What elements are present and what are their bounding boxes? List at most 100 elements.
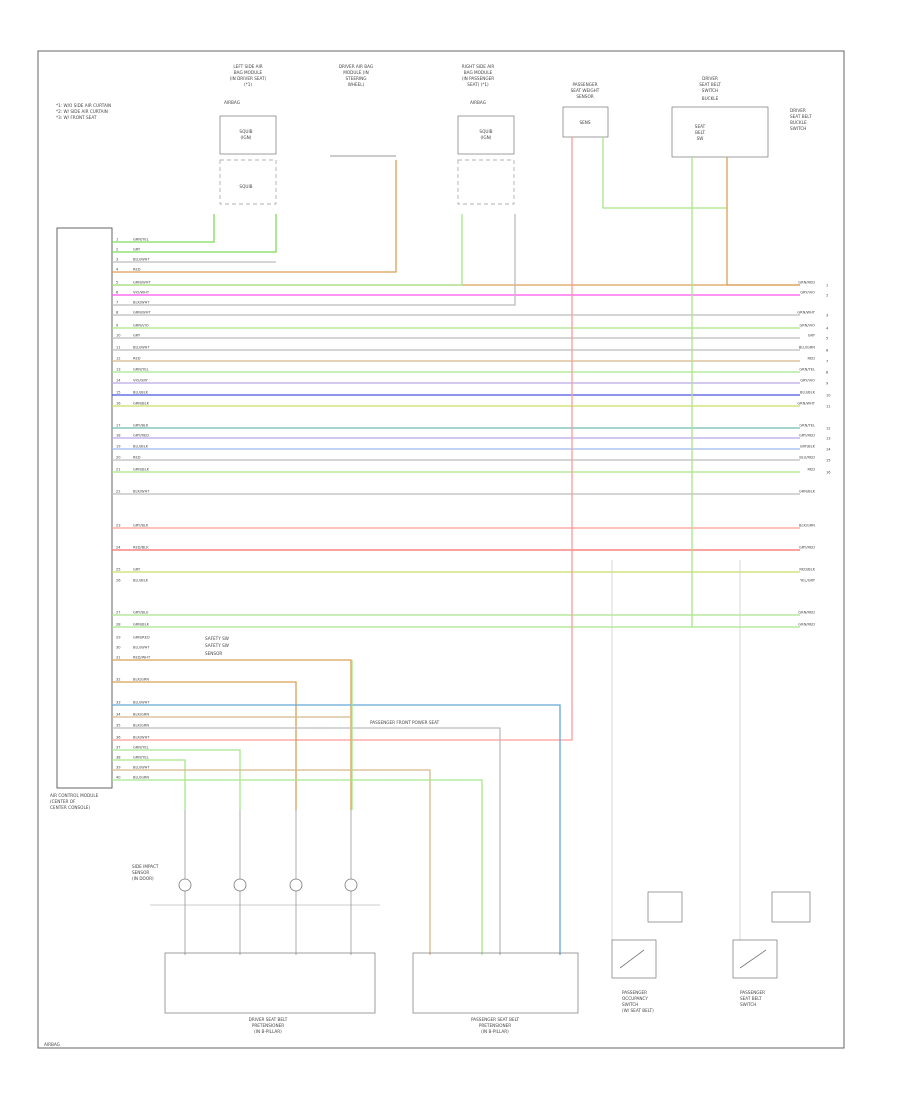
right-airbag-title-2: BAG MODULE	[464, 70, 493, 75]
right-wire-label-12: GRN/YEL	[799, 424, 815, 428]
pin-number-14: 14	[116, 379, 121, 383]
squib-3	[289, 878, 303, 892]
wire-pass-sensor-1	[112, 137, 573, 741]
pin-wire-label-1: GRN/YEL	[133, 238, 149, 242]
pin-number-10: 10	[116, 334, 121, 338]
pin-wire-label-22: BLK/WHT	[133, 490, 150, 494]
pin-wire-label-25: GRY	[133, 568, 141, 572]
pin-number-29: 29	[116, 636, 121, 640]
pin-wire-label-38: GRN/YEL	[133, 756, 149, 760]
pin-number-20: 20	[116, 456, 121, 460]
air-control-module	[56, 227, 113, 789]
pin-wire-label-18: GRY/RED	[133, 434, 149, 438]
pin-number-6: 6	[116, 291, 119, 295]
right-wire-label-16: RED	[807, 468, 815, 472]
pin-wire-label-29: GRN/RED	[133, 636, 150, 640]
pin-wire-label-39: BLU/WHT	[133, 766, 150, 770]
pin-wire-label-9: GRN/VIO	[133, 324, 149, 328]
pin-number-26: 26	[116, 579, 121, 583]
pin-number-4: 4	[116, 268, 119, 272]
wire-right-airbag-1	[112, 214, 463, 286]
pin-wire-label-21: GRN/BLK	[133, 468, 150, 472]
pin-wire-label-20: RED	[133, 456, 141, 460]
right-pin-number-8: 8	[826, 371, 829, 375]
right-pin-number-7: 7	[826, 360, 828, 364]
module-label-1: AIR CONTROL MODULE	[50, 793, 99, 798]
right-wire-labels: GRN/REDGRY/VIOGRN/WHTGRN/VIOGRYBLU/GRNRE…	[797, 281, 831, 627]
right-wire-label-22: GRN/RED	[798, 611, 815, 615]
pin-wire-label-35: BLK/GRN	[133, 724, 149, 728]
wire-left-airbag-1	[112, 214, 215, 243]
ground-note-2: SAFETY SW	[205, 643, 229, 648]
pin-wire-label-15: BLU/BLK	[133, 391, 149, 395]
pretensioner-right-title-1: PASSENGER SEAT BELT	[471, 1017, 519, 1022]
belt-switch-box	[671, 106, 769, 158]
seat-belt-pretensioner-left: DRIVER SEAT BELT PRETENSIONER (IN B-PILL…	[164, 952, 376, 1034]
pretensioner-left-title-3: (IN B-PILLAR)	[254, 1029, 282, 1034]
occupancy-switch-contact	[619, 949, 645, 969]
right-airbag-title-3: (IN PASSENGER	[462, 76, 494, 81]
pin-number-30: 30	[116, 646, 121, 650]
belt-switch-title-3: SWITCH	[702, 88, 718, 93]
right-wire-label-17: GRN/BLK	[799, 490, 816, 494]
right-wire-label-14: GRY/BLK	[800, 445, 816, 449]
pin-number-18: 18	[116, 434, 121, 438]
pin-number-22: 22	[116, 490, 121, 494]
right-wire-label-2: GRY/VIO	[800, 291, 815, 295]
pin-wire-label-10: GRY	[133, 334, 141, 338]
pin-wire-label-23: GRY/BLK	[133, 524, 149, 528]
pass-sensor-title-2: SEAT WEIGHT	[571, 88, 600, 93]
pin-number-35: 35	[116, 724, 121, 728]
pin-number-15: 15	[116, 391, 121, 395]
right-wire-label-5: GRY	[808, 334, 816, 338]
pin-wire-label-6: VIO/WHT	[133, 291, 150, 295]
pin-wire-label-40: BLU/GRN	[133, 776, 149, 780]
bottom-left-label-1: SIDE IMPACT	[132, 864, 159, 869]
legend-note-2: *2: W/ SIDE AIR CURTAIN	[56, 109, 108, 114]
pass-belt-title-1: PASSENGER	[740, 990, 765, 995]
pass-sensor-box	[562, 106, 609, 138]
belt-switch-inner-3: SW	[697, 136, 704, 141]
right-pin-number-10: 10	[826, 394, 831, 398]
side-label-2: SEAT BELT	[790, 114, 812, 119]
wire-lower-7	[112, 759, 186, 810]
front-airbag-title-3: STEERING	[345, 76, 366, 81]
pretensioner-left-title-2: PRETENSIONER	[252, 1023, 284, 1028]
pin-number-31: 31	[116, 656, 121, 660]
right-wire-label-7: RED	[807, 357, 815, 361]
left-airbag-subtitle: AIRBAG	[224, 100, 240, 105]
pin-wire-label-36: BLK/WHT	[133, 736, 150, 740]
pin-number-5: 5	[116, 281, 118, 285]
front-airbag-title-2: MODULE (IN	[343, 70, 369, 75]
left-airbag-inner-2: (IGN)	[241, 135, 252, 140]
pin-number-40: 40	[116, 776, 121, 780]
pin-wire-label-2: GRY	[133, 248, 141, 252]
pin-number-16: 16	[116, 402, 121, 406]
right-wire-label-21: YEL/GRY	[800, 579, 816, 583]
side-label-4: SWITCH	[790, 126, 806, 131]
pass-sensor-title-1: PASSENGER	[572, 82, 597, 87]
squib-1	[178, 878, 192, 892]
belt-switch-component: DRIVER SEAT BELT SWITCH BUCKLE SEAT BELT…	[671, 76, 812, 158]
pin-number-39: 39	[116, 766, 121, 770]
bottom-left-label-3: (IN DOOR)	[132, 876, 154, 881]
wire-lower-8	[112, 769, 431, 955]
pass-belt-aux-box	[771, 891, 811, 923]
pin-number-19: 19	[116, 445, 121, 449]
pin-number-21: 21	[116, 468, 121, 472]
pin-number-7: 7	[116, 301, 118, 305]
wire-lower-5	[112, 727, 501, 955]
belt-switch-inner-1: SEAT	[695, 124, 706, 129]
right-pin-number-15: 15	[826, 459, 831, 463]
left-airbag-box	[219, 115, 277, 155]
module-label-2: (CENTER OF	[50, 799, 76, 804]
pin-wire-label-4: RED	[133, 268, 141, 272]
right-wire-label-4: GRN/VIO	[799, 324, 815, 328]
pin-wire-label-31: RED/WHT	[133, 656, 151, 660]
right-pin-number-14: 14	[826, 448, 831, 452]
left-airbag-inner-1: SQUIB	[239, 129, 252, 134]
pin-number-25: 25	[116, 568, 121, 572]
pin-number-37: 37	[116, 746, 121, 750]
